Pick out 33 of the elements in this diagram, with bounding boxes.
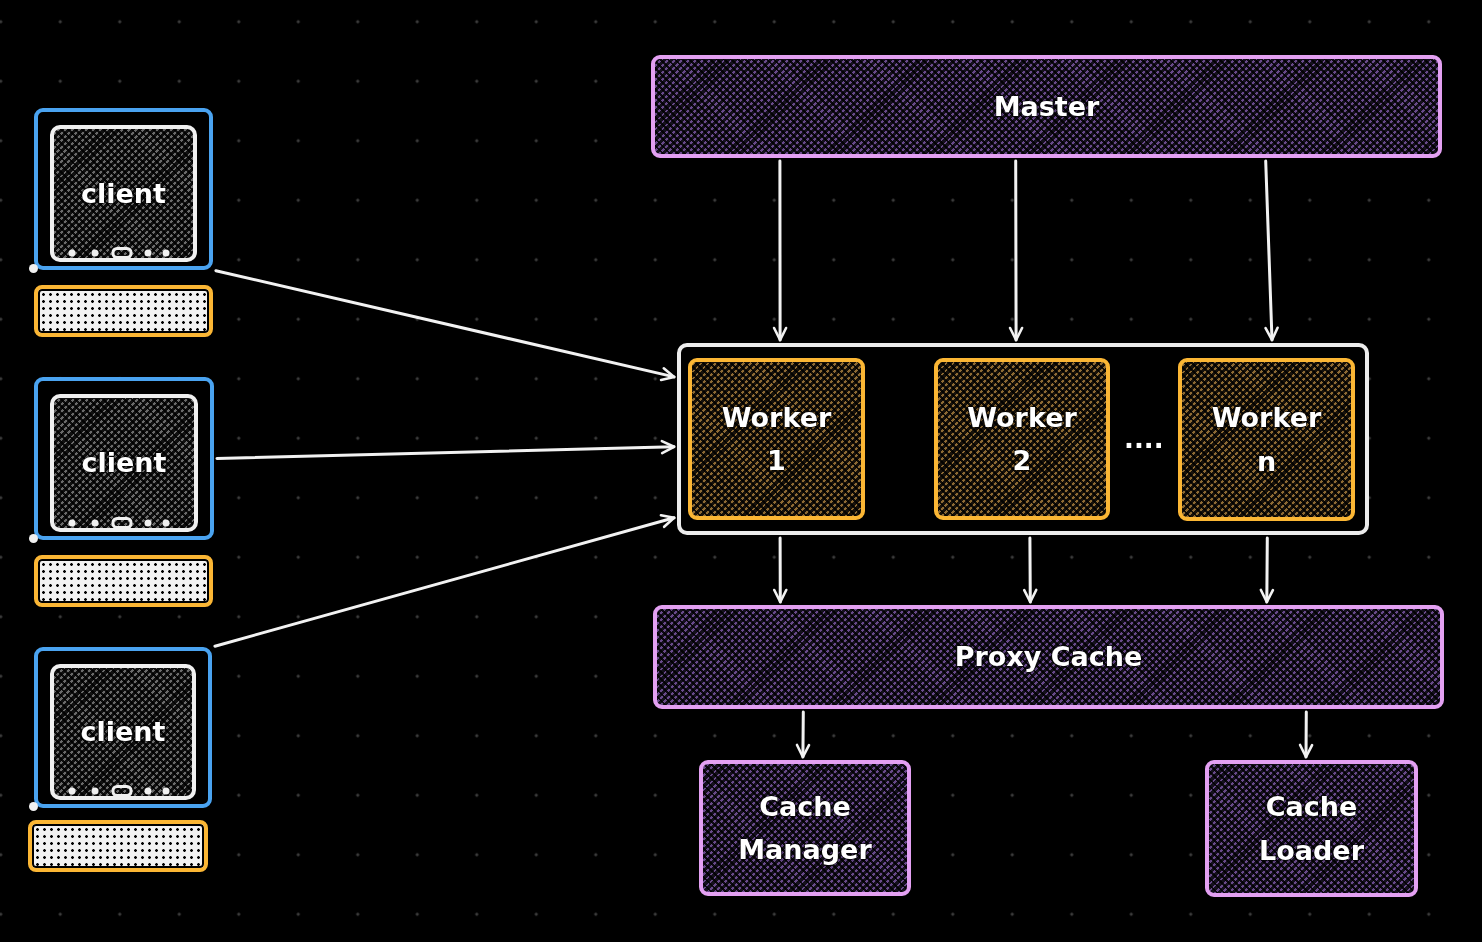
node-text: Cache Manager — [737, 789, 873, 867]
arrow — [214, 269, 676, 382]
arrow — [1298, 710, 1314, 759]
arrow — [213, 513, 676, 648]
process-box — [651, 55, 1442, 158]
process-box — [653, 605, 1444, 709]
arrow — [1259, 536, 1275, 604]
node-text: client — [81, 176, 166, 211]
node-text: Worker 2 — [966, 400, 1078, 478]
arrow — [1264, 159, 1279, 342]
process-box — [1205, 760, 1418, 897]
node-text: Master — [993, 89, 1100, 124]
node-text: Worker 1 — [720, 400, 833, 478]
arrow — [772, 536, 788, 604]
arrow — [795, 710, 811, 759]
arrow — [215, 439, 676, 460]
group-box — [677, 343, 1369, 535]
arrow — [772, 159, 788, 342]
node-text: Proxy Cache — [954, 640, 1143, 675]
arrow — [1008, 159, 1024, 342]
arrow — [1022, 536, 1038, 604]
ellipsis-text: .... — [1124, 426, 1164, 452]
worker-box — [934, 358, 1110, 520]
process-box — [699, 760, 911, 896]
monitor-frame — [34, 377, 214, 540]
node-text: client — [81, 446, 167, 481]
node-text: Cache Loader — [1258, 790, 1365, 868]
monitor-frame — [34, 647, 212, 808]
monitor-frame — [34, 108, 213, 270]
node-text: Worker n — [1210, 401, 1323, 479]
worker-box — [1178, 358, 1355, 521]
node-text: client — [80, 715, 166, 750]
worker-box — [688, 358, 865, 520]
